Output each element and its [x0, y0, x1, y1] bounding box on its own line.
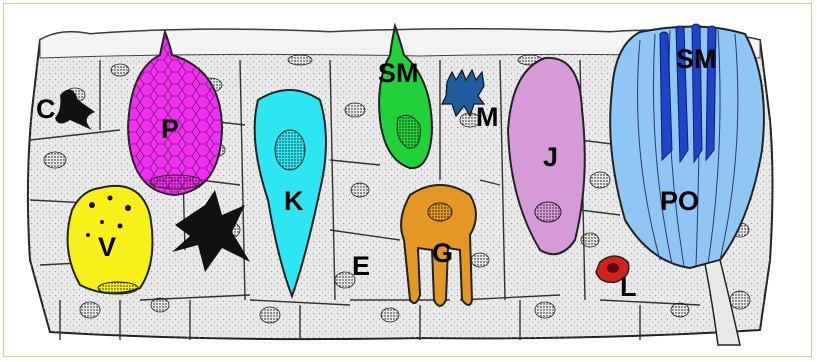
label-v: V: [98, 232, 116, 262]
label-e: E: [352, 251, 370, 281]
k-cell-nucleus: [275, 130, 305, 170]
label-j: J: [543, 142, 558, 172]
label-p: P: [161, 114, 179, 144]
l-cell-nucleus: [607, 263, 619, 273]
j-cell-nucleus: [535, 202, 561, 222]
label-k: K: [284, 186, 304, 216]
label-sm-right: SM: [676, 44, 717, 74]
label-l: L: [620, 272, 637, 302]
v-cell-nucleus: [98, 282, 138, 294]
p-cell-nucleus: [150, 175, 202, 189]
label-sm-left: SM: [378, 58, 419, 88]
label-m: M: [476, 102, 499, 132]
label-po: PO: [660, 186, 699, 216]
g-cell-nucleus: [428, 203, 452, 221]
label-g: G: [432, 238, 453, 268]
label-c: C: [36, 94, 56, 124]
